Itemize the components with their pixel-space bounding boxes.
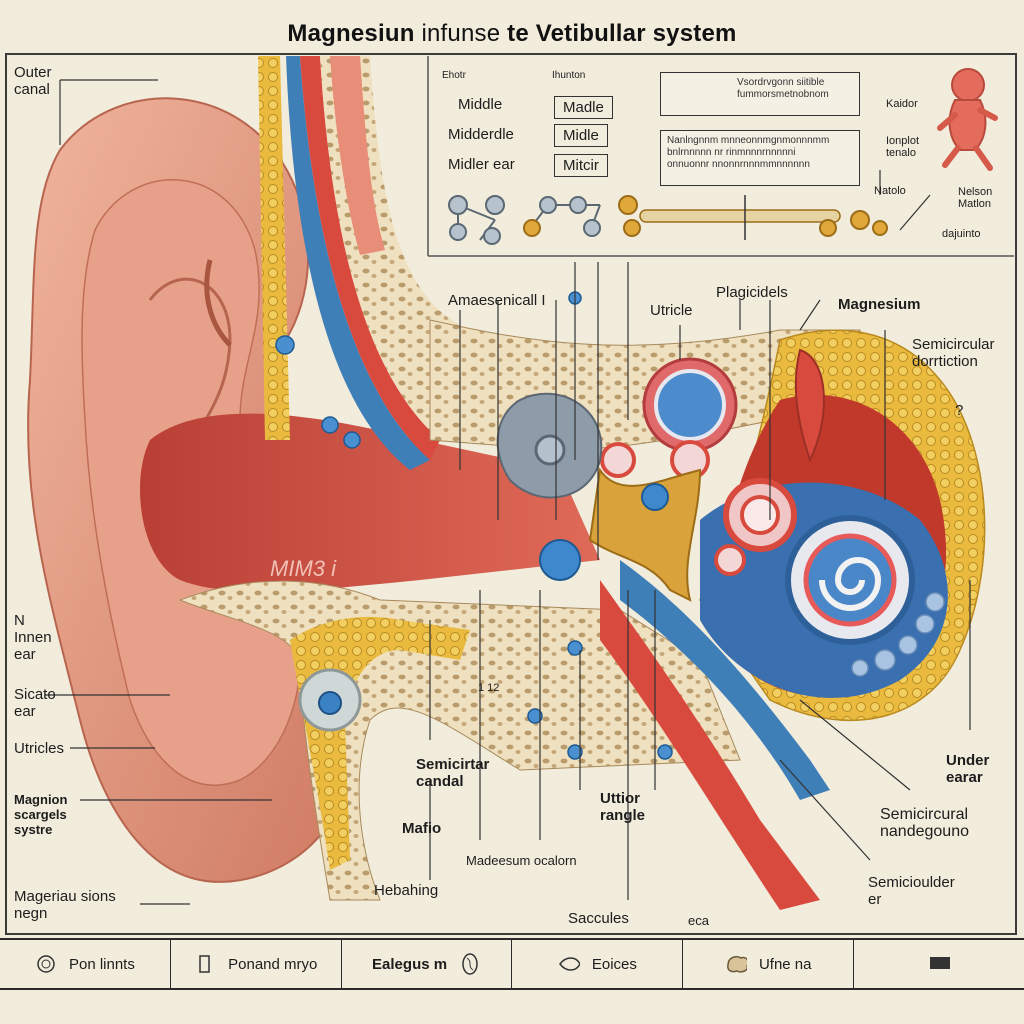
leader-lines [45, 79, 971, 905]
label-number: 1 12 [478, 682, 500, 694]
label-semicircular-direction: Semicircular dorrtiction [912, 336, 995, 370]
comparison-table: Ehotr Ihunton Middle Madle Midderdle Mid… [432, 70, 616, 177]
seed-icon [459, 953, 481, 975]
rect-icon [194, 953, 216, 975]
label-natson: Nelson Matlon [958, 186, 993, 210]
label-hebahing: Hebahing [374, 882, 439, 899]
brain-icon [725, 953, 747, 975]
label-semicircular-canal: Semicirtar candal [416, 756, 490, 790]
label-under-ear: Under earar [946, 752, 990, 786]
leaf-icon [558, 953, 580, 975]
label-mafio: Mafio [402, 820, 442, 837]
label-outer-canal: Outer canal [14, 64, 52, 98]
footer-item-logos [854, 940, 1024, 988]
info-box-middle: Nanlngnnm mnneonnmgnmonnnmm bnlrnnnnn nr… [660, 130, 860, 186]
table-cell: Madle [554, 96, 613, 119]
table-cell: Midle [554, 124, 608, 147]
label-magnesium: Magnesium [838, 296, 921, 313]
label-saccules: Saccules [568, 910, 629, 927]
semicircular-rings [600, 348, 825, 576]
table-header-1: Ehotr [442, 70, 466, 81]
label-toplot: Ionplot tenalo [886, 135, 920, 159]
magnesium-ion-large [539, 539, 581, 581]
label-sicato-ear: Sicato ear [14, 686, 56, 720]
label-utricles: Utricles [14, 740, 65, 757]
label-plagicidels: Plagicidels [716, 284, 788, 301]
label-question: ? [955, 402, 964, 419]
label-magnesium-system: Magnion scargels systre [14, 792, 68, 837]
label-semicircular-nandegouno: Semicircural nandegouno [880, 806, 969, 840]
label-amaesenical: Amaesenicall I [448, 292, 546, 309]
label-inner-ear: N Innen ear [14, 612, 52, 663]
footer-item-eoices: Eoices [512, 940, 684, 988]
table-cell: Midderdle [448, 126, 514, 143]
logo-icon [928, 953, 951, 975]
label-kaidor: Kaidor [886, 98, 918, 110]
footer-legend: Pon linnts Ponand mryo Ealegus m Eoices … [0, 938, 1024, 990]
poster-frame [5, 53, 1017, 935]
label-eca: eca [688, 913, 709, 928]
ear-canal [140, 413, 600, 592]
label-utter-rangle: Uttior rangle [600, 790, 646, 824]
footer-item-pon-limits: Pon linnts [0, 940, 171, 988]
table-cell: Midler ear [448, 156, 515, 173]
cochlea-spiral [785, 515, 915, 645]
label-natolo: Natolo [874, 185, 906, 197]
label-madecum: Madeesum ocalorn [466, 853, 577, 868]
circle-icon [35, 953, 57, 975]
ossicles [588, 467, 702, 602]
table-header-2: Ihunton [552, 70, 586, 81]
label-dajuinto: dajuinto [942, 228, 981, 240]
molecule-chain [448, 195, 888, 245]
page-title: Magnesiun infunse te Vetibullar system [287, 20, 737, 47]
info-box-top: Vsordrvgonn siitible fummorsmetnobnom [660, 72, 860, 116]
footer-item-ealegus: Ealegus m [342, 940, 513, 988]
label-utricle: Utricle [650, 302, 693, 319]
label-semicioulder-er: Semicioulder er [868, 874, 955, 908]
footer-item-ufne-na: Ufne na [683, 940, 855, 988]
label-mira: MIM3 i [270, 556, 336, 581]
label-magnesium-sions: Mageriau sions negn [14, 888, 116, 922]
table-cell: Middle [458, 96, 503, 113]
footer-item-ponand-mryo: Ponand mryo [171, 940, 342, 988]
fetus-figure-icon [937, 68, 998, 171]
table-cell: Mitcir [554, 154, 608, 177]
